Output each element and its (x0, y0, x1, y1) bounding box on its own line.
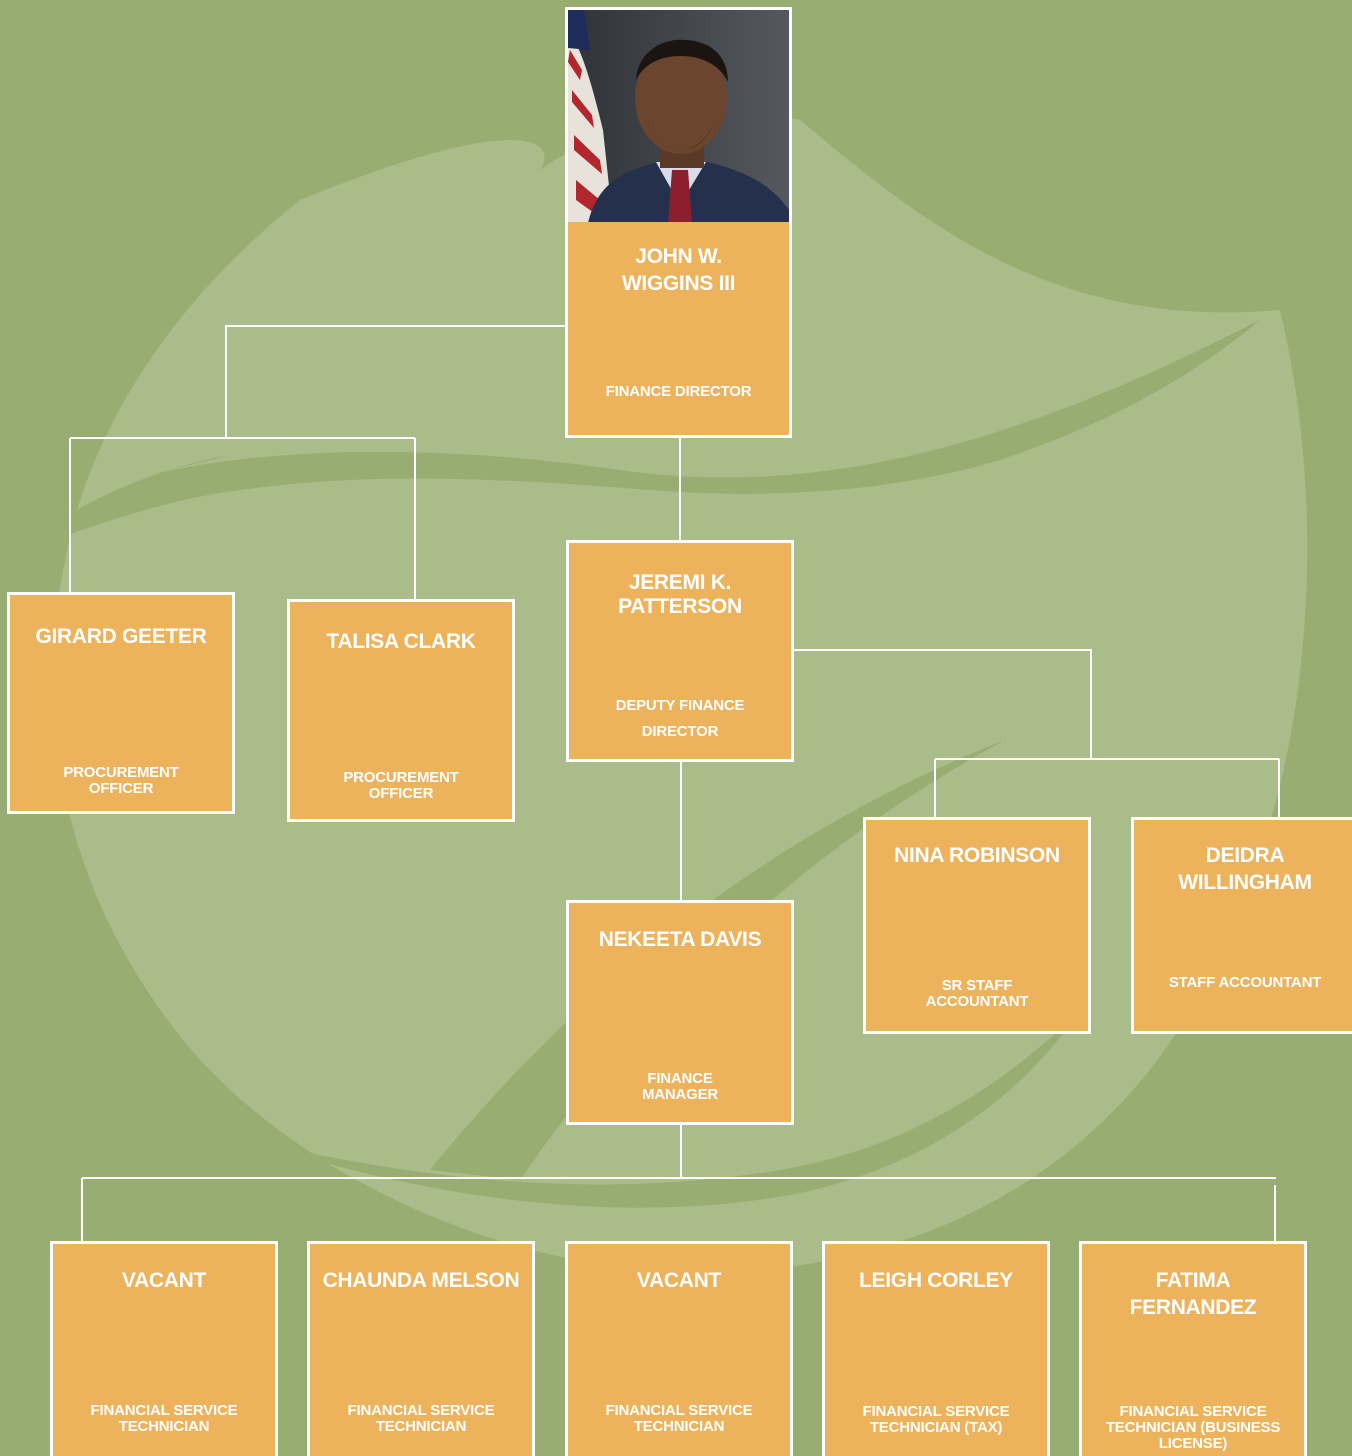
person-name: GIRARD GEETER (35, 625, 207, 648)
person-name: FATIMA FERNANDEZ (1129, 1269, 1257, 1319)
person-name: CHAUNDA MELSON (322, 1269, 520, 1292)
deputy-card: JEREMI K. PATTERSON DEPUTY FINANCE DIREC… (566, 540, 794, 762)
deputy-name: JEREMI K. PATTERSON (618, 571, 742, 618)
person-name: TALISA CLARK (326, 630, 476, 653)
accountant-card-2: DEIDRA WILLINGHAM STAFF ACCOUNTANT (1131, 817, 1352, 1034)
person-title: STAFF ACCOUNTANT (1168, 974, 1322, 991)
director-photo (565, 7, 792, 223)
person-title: FINANCIAL SERVICE TECHNICIAN (605, 1402, 753, 1435)
person-title: FINANCIAL SERVICE TECHNICIAN (90, 1402, 238, 1435)
technician-card-4: LEIGH CORLEY FINANCIAL SERVICE TECHNICIA… (822, 1241, 1050, 1456)
person-title: PROCUREMENT OFFICER (63, 764, 179, 797)
person-title: SR STAFF ACCOUNTANT (925, 977, 1029, 1010)
flag-icon (568, 10, 613, 223)
portrait-photo-icon (568, 10, 789, 223)
connector-director-procurement (69, 325, 565, 599)
person-name: NINA ROBINSON (894, 844, 1060, 867)
person-name: LEIGH CORLEY (859, 1269, 1013, 1292)
procurement-card-1: GIRARD GEETER PROCUREMENT OFFICER (7, 592, 235, 814)
person-name: DEIDRA WILLINGHAM (1178, 844, 1312, 894)
connector-manager-technicians (81, 1125, 1276, 1241)
person-title: PROCUREMENT OFFICER (343, 769, 459, 802)
director-name: JOHN W. WIGGINS III (621, 245, 736, 295)
technician-card-5: FATIMA FERNANDEZ FINANCIAL SERVICE TECHN… (1079, 1241, 1307, 1456)
person-title: FINANCIAL SERVICE TECHNICIAN (TAX) (862, 1403, 1010, 1436)
technician-card-1: VACANT FINANCIAL SERVICE TECHNICIAN (50, 1241, 278, 1456)
manager-title: FINANCE MANAGER (641, 1070, 719, 1103)
person-title: FINANCIAL SERVICE TECHNICIAN (347, 1402, 495, 1435)
manager-card: NEKEETA DAVIS FINANCE MANAGER (566, 900, 794, 1125)
technician-card-2: CHAUNDA MELSON FINANCIAL SERVICE TECHNIC… (307, 1241, 535, 1456)
director-title: FINANCE DIRECTOR (605, 383, 752, 400)
person-title: FINANCIAL SERVICE TECHNICIAN (BUSINESS L… (1105, 1403, 1281, 1452)
procurement-card-2: TALISA CLARK PROCUREMENT OFFICER (287, 599, 515, 822)
manager-name: NEKEETA DAVIS (598, 928, 762, 951)
deputy-title: DEPUTY FINANCE DIRECTOR (615, 697, 745, 740)
person-name: VACANT (636, 1269, 722, 1292)
person-name: VACANT (121, 1269, 207, 1292)
technician-card-3: VACANT FINANCIAL SERVICE TECHNICIAN (565, 1241, 793, 1456)
accountant-card-1: NINA ROBINSON SR STAFF ACCOUNTANT (863, 817, 1091, 1034)
director-card: JOHN W. WIGGINS III FINANCE DIRECTOR (565, 222, 792, 438)
connector-deputy-accountants (794, 649, 1280, 817)
